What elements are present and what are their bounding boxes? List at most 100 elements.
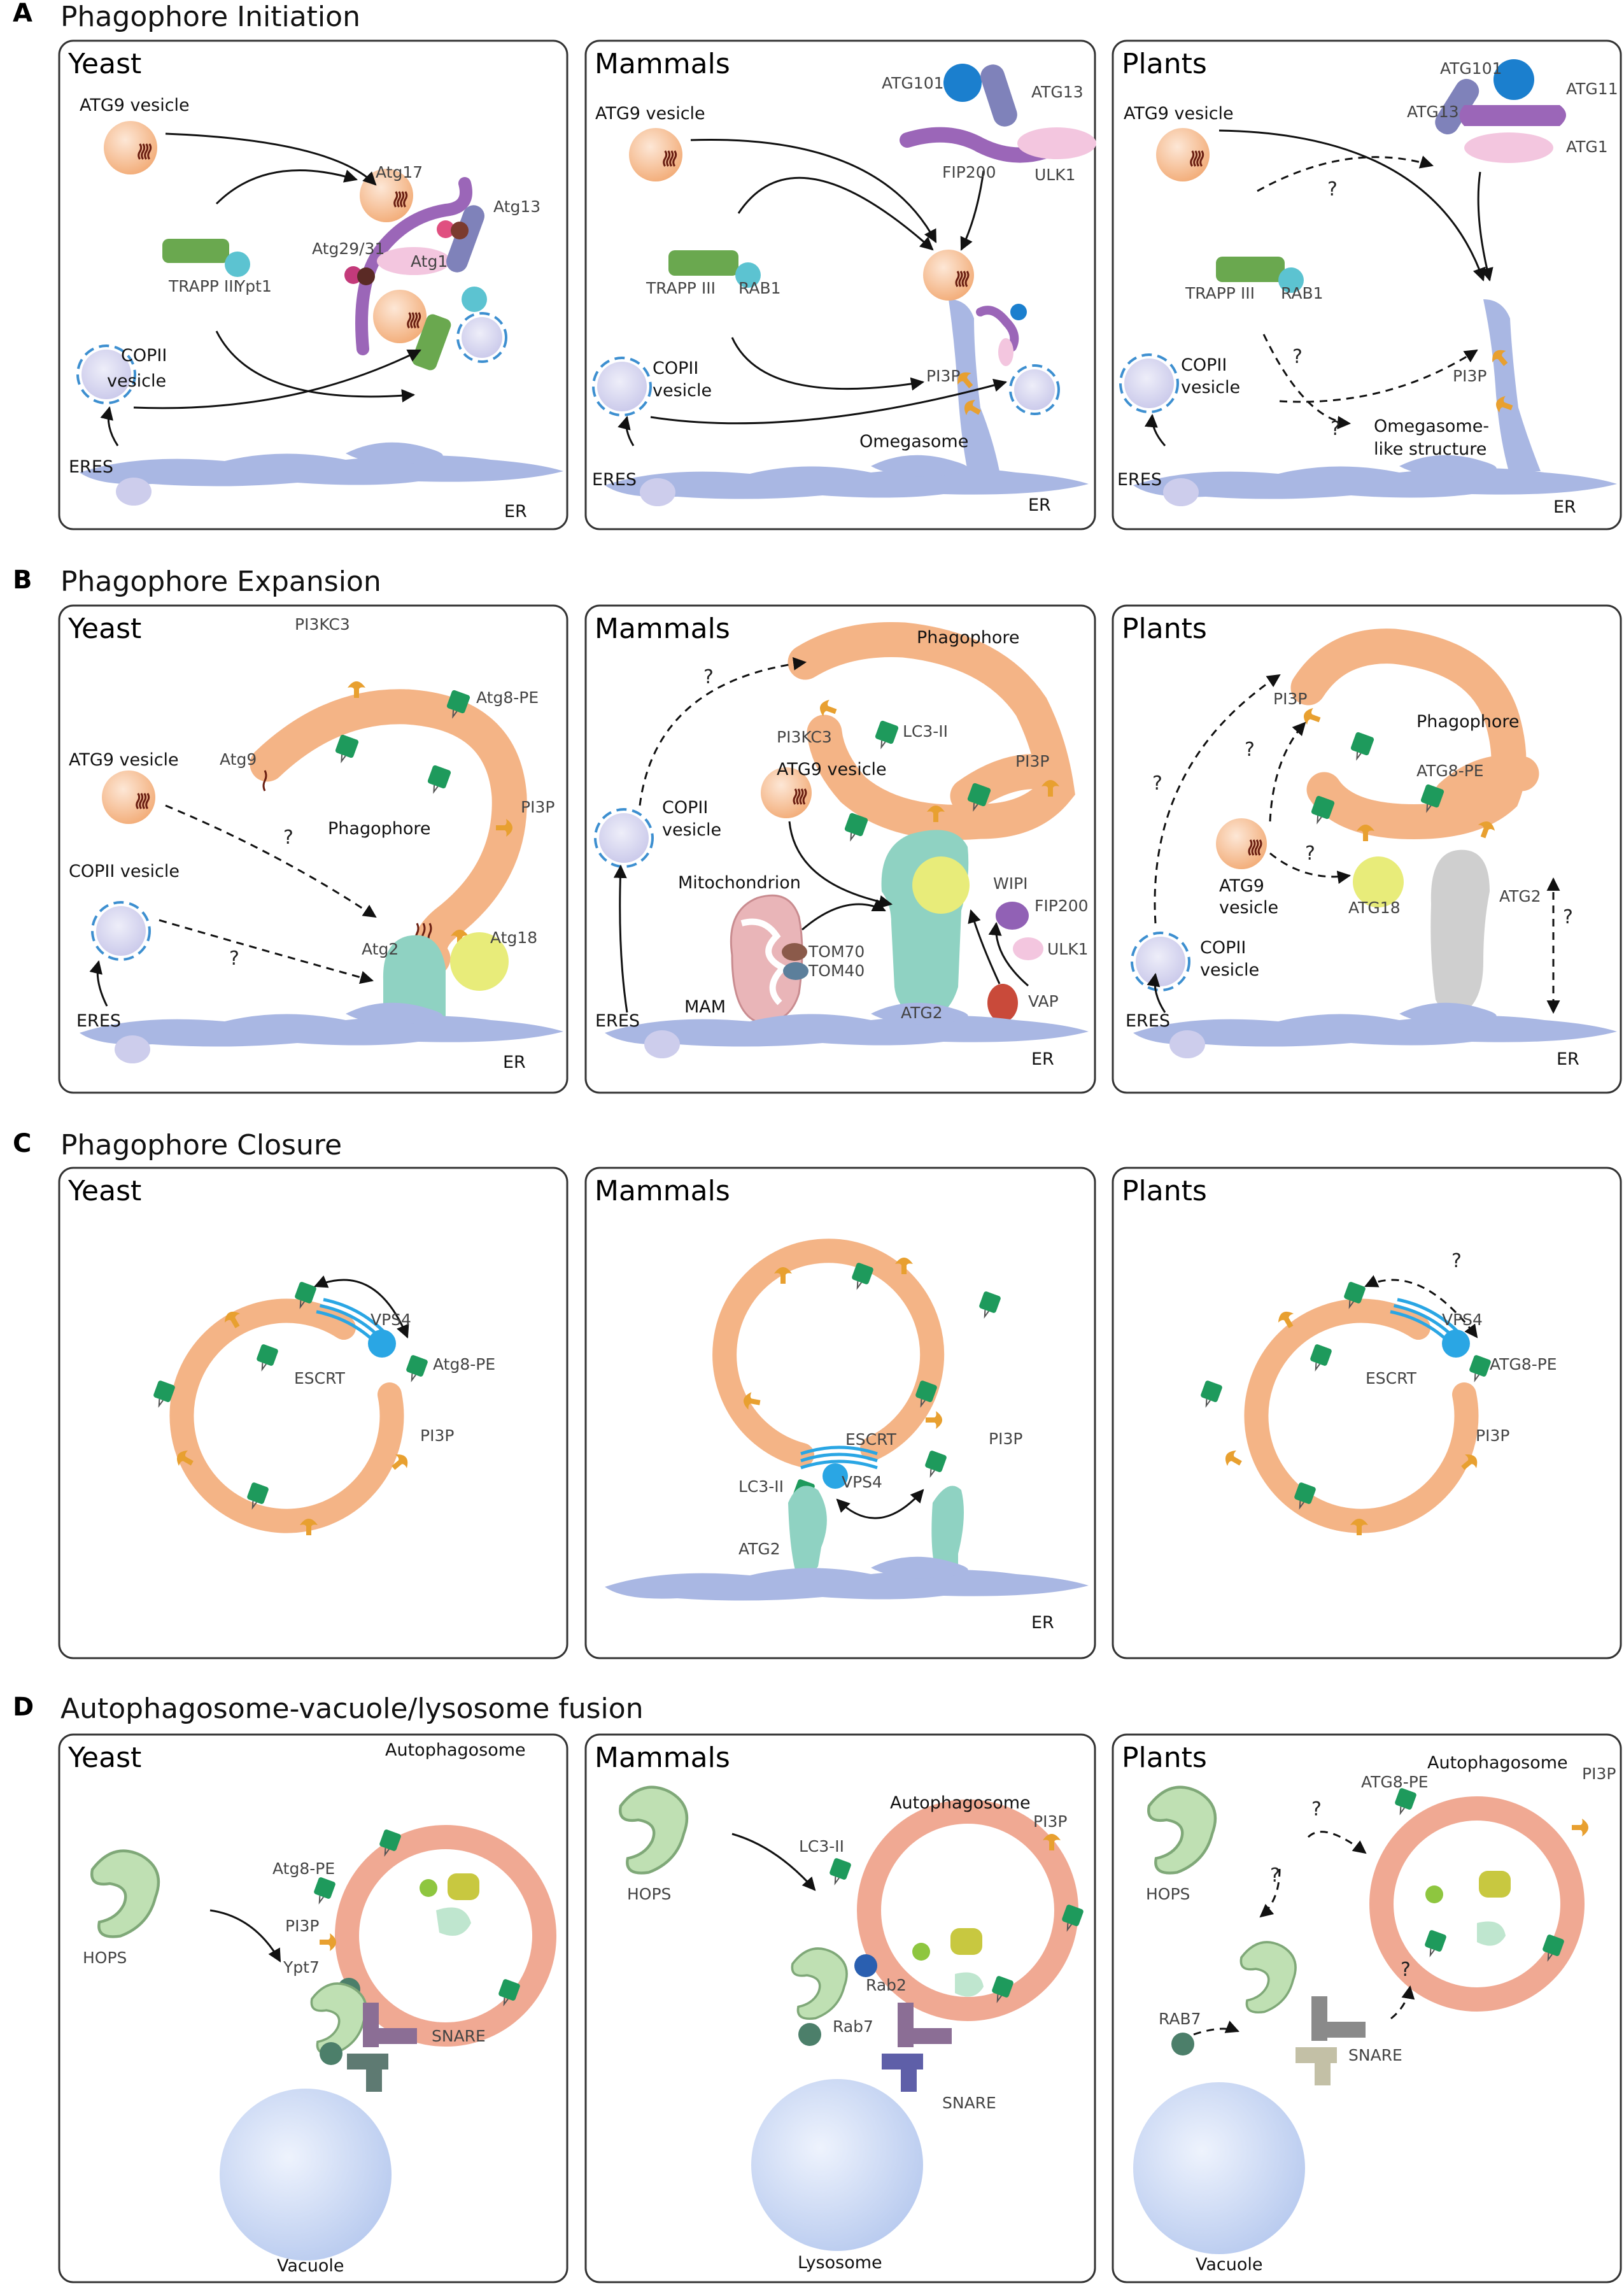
er-membrane-icon (1133, 455, 1617, 499)
atg13-icon (980, 64, 1017, 127)
panel-frame (58, 1167, 568, 1659)
snare-complex-icon (347, 2003, 417, 2092)
pi3p-cap (1225, 1450, 1242, 1466)
arrow-icon (690, 138, 937, 243)
pi3p-mushroom-icon (1461, 1454, 1478, 1470)
atg9-helix (141, 143, 146, 160)
pi3p-cap (819, 699, 837, 717)
tom70-icon (782, 943, 807, 961)
hops-body (619, 1785, 689, 1875)
arrow-icon (133, 349, 421, 409)
atg8-square (967, 783, 991, 807)
vesicle-body (373, 290, 427, 343)
eres-site (1163, 478, 1199, 506)
atg8-square (830, 1858, 851, 1880)
atg8-square (406, 1355, 428, 1377)
panel-frame (584, 1733, 1096, 2283)
green-square-icon (335, 734, 359, 763)
er-body (1133, 1014, 1617, 1047)
atg9-helix (400, 191, 405, 208)
pi3p-mushroom-icon (744, 1392, 761, 1410)
atg17-scaffold (355, 177, 472, 355)
er-body (605, 1568, 1089, 1601)
escrt-filament (800, 1445, 878, 1456)
pi3p-mushroom-icon (1495, 395, 1513, 413)
atg8-square (295, 1282, 316, 1303)
green-square-icon (314, 1877, 335, 1905)
hops-body (791, 1947, 848, 2020)
cargo-icon (1477, 1921, 1506, 1946)
pi3p-mushroom-icon (1492, 350, 1508, 366)
atg8-anchor (433, 785, 439, 794)
double-arrow-icon (314, 1275, 409, 1338)
atg9-helix (1196, 150, 1201, 167)
snare-helix (366, 2054, 382, 2092)
atg2-icon (788, 1486, 827, 1575)
closing-membrane (169, 1298, 404, 1533)
eres-site (115, 1035, 150, 1063)
vesicle-body (629, 128, 682, 181)
pi3p-cap (1278, 1312, 1294, 1328)
copii-coat (456, 312, 507, 363)
pi3p-cap (1495, 395, 1513, 413)
atg1-icon (377, 247, 451, 275)
pi3p-mushroom-icon (927, 806, 945, 822)
green-square-icon (1395, 1788, 1416, 1815)
atg2-icon (383, 935, 446, 1025)
copii-vesicle-icon (594, 808, 654, 868)
atg9-vesicle-icon (1216, 818, 1267, 869)
atg9-helix (145, 793, 150, 809)
atg8-square (1294, 1482, 1316, 1504)
green-square-icon (925, 1451, 947, 1478)
pi3p-mushroom-icon (1357, 825, 1374, 841)
atg8-square (446, 690, 470, 714)
phagophore-cup (1434, 755, 1539, 814)
pi3p-cap (177, 1450, 194, 1466)
copii-vesicle-icon (456, 312, 507, 363)
atg8-square (427, 765, 451, 789)
pi3p-mushroom-icon (1303, 707, 1321, 725)
vacuole-icon (220, 2089, 392, 2261)
omegasome-icon (1483, 299, 1541, 471)
atg101-icon (1010, 304, 1027, 320)
vesicle-body (104, 121, 157, 174)
green-square-icon (153, 1381, 175, 1408)
hops-complex-icon (1239, 1941, 1297, 2014)
ulk1-icon (998, 338, 1013, 366)
snare-complex-icon (882, 2003, 952, 2092)
atg8-square (915, 1381, 937, 1402)
pi3p-cap (1461, 1454, 1478, 1470)
atg8-anchor (384, 1848, 390, 1857)
arrow-icon (1144, 413, 1166, 446)
green-square-icon (379, 1829, 401, 1857)
vesicle-body (761, 767, 812, 818)
green-square-icon (257, 1344, 278, 1372)
er-tubule (871, 455, 968, 477)
cargo-icon (912, 1943, 930, 1961)
arrow-icon (215, 330, 416, 402)
green-square-icon (247, 1482, 269, 1510)
atg9-vesicle-icon (761, 767, 812, 818)
er-tubule (1399, 455, 1497, 477)
er-membrane-icon (80, 1002, 563, 1047)
snare-helix (379, 2028, 417, 2044)
green-square-icon (992, 1976, 1013, 2003)
atg8-square (992, 1976, 1013, 1998)
pi3p-cap (1041, 780, 1059, 797)
atg8-anchor (452, 710, 458, 719)
arrow-icon (100, 406, 119, 446)
cargo-icon (436, 1907, 471, 1936)
atg8-square (314, 1877, 335, 1899)
green-square-icon (295, 1282, 316, 1309)
er-tubule (1399, 1002, 1497, 1025)
green-square-icon (498, 1979, 520, 2006)
vesicle-body (1216, 818, 1267, 869)
ring-membrane (1369, 1796, 1585, 2012)
pi3p-cap (451, 930, 469, 946)
eres-site (116, 478, 152, 506)
pi3p-mushroom-icon (451, 930, 469, 946)
atg9-helix (262, 770, 267, 792)
arrow-icon (1279, 349, 1478, 403)
atg9-helix (139, 793, 144, 809)
